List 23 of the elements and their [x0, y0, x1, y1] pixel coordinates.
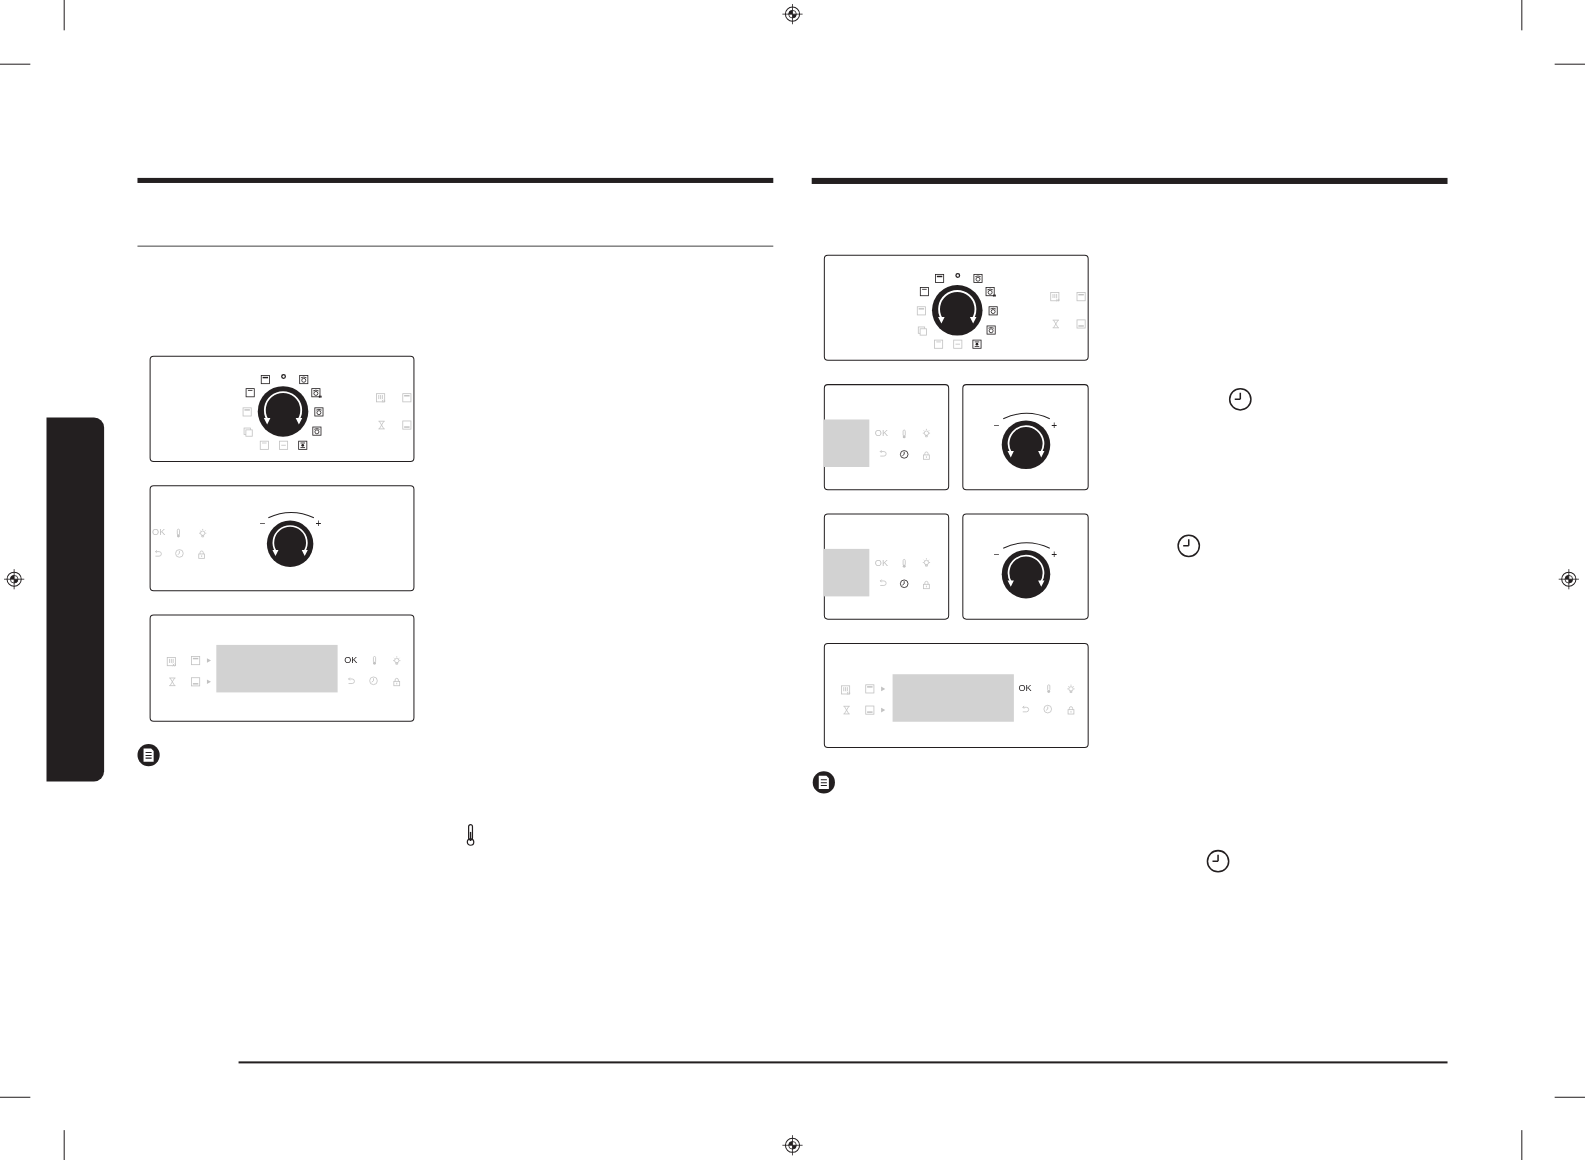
- display-screen: [892, 674, 1014, 722]
- mode-dial-panel: [823, 254, 1089, 361]
- key-label: OK: [152, 528, 166, 538]
- display-screen: [823, 419, 870, 467]
- control-panel: [823, 513, 950, 620]
- display-panel: [823, 642, 1089, 748]
- mode-dial-panel: [149, 355, 415, 462]
- plus-label: +: [315, 518, 322, 529]
- minus-label: −: [259, 518, 266, 529]
- key-label: OK: [1018, 683, 1032, 693]
- display-screen: [216, 644, 338, 693]
- display-screen: [823, 548, 870, 597]
- control-panel: [823, 384, 950, 491]
- key-label: OK: [344, 655, 358, 665]
- plus-label: +: [1051, 549, 1058, 560]
- display-panel: [149, 614, 415, 722]
- section-tab: [46, 417, 105, 782]
- minus-label: −: [993, 420, 1000, 431]
- plus-label: +: [1051, 420, 1058, 431]
- dial-panel: [962, 384, 1089, 491]
- control-panel: [149, 485, 415, 592]
- dial-panel: [962, 513, 1089, 620]
- minus-label: −: [993, 549, 1000, 560]
